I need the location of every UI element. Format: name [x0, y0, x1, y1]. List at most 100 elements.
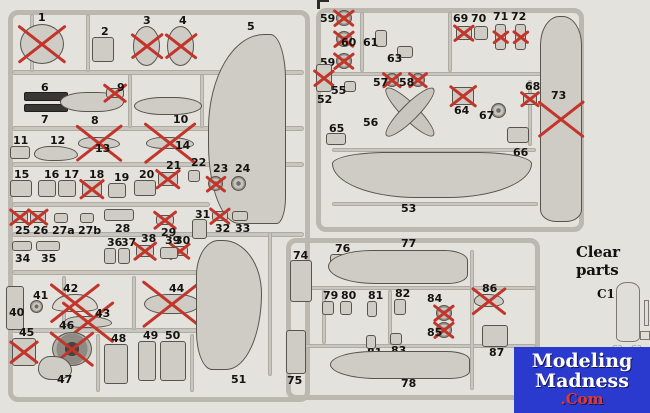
part-12 — [34, 146, 78, 161]
part-number: 28 — [115, 222, 131, 235]
sprue-runner — [12, 270, 200, 275]
part-34 — [12, 241, 32, 251]
part-number: 60 — [341, 36, 357, 49]
part-31 — [192, 219, 207, 239]
part-number: 17 — [64, 168, 80, 181]
part-number: 11 — [13, 134, 29, 147]
part-59 — [336, 53, 352, 69]
part-number: 35 — [41, 252, 57, 265]
scan-mark — [317, 0, 329, 9]
part-number: 48 — [111, 332, 127, 345]
part-80 — [340, 301, 352, 315]
part-number: 3 — [143, 14, 151, 27]
part-53 — [332, 152, 532, 198]
part-50 — [160, 341, 186, 381]
sprue-runner — [12, 70, 304, 75]
part-51 — [196, 240, 262, 370]
part-number: 86 — [482, 282, 498, 295]
part-28 — [104, 209, 134, 221]
part-number: 70 — [471, 12, 487, 25]
sprue-runner — [12, 162, 304, 167]
part-1 — [20, 24, 64, 64]
part-number: 77 — [401, 237, 417, 250]
part-87 — [482, 325, 508, 347]
part-45 — [12, 338, 36, 366]
clear-parts-heading: Clear parts — [576, 243, 620, 279]
part-number: 14 — [175, 139, 191, 152]
part-number: 18 — [89, 168, 105, 181]
logo-line-modeling: Modeling — [531, 350, 633, 373]
part-number: 73 — [551, 89, 567, 102]
part-number: 40 — [9, 306, 25, 319]
part-number: 64 — [454, 104, 470, 117]
part-19 — [108, 183, 126, 198]
sprue-runner — [128, 74, 132, 128]
part-63 — [397, 46, 413, 58]
logo-line-com: .Com — [560, 390, 604, 409]
part-74 — [290, 260, 312, 302]
part-number: 61 — [363, 36, 379, 49]
part-number: 51 — [231, 373, 247, 386]
part-number: 4 — [179, 14, 187, 27]
sprue-runner — [96, 334, 100, 392]
part-number: 34 — [15, 252, 31, 265]
part-79 — [322, 301, 334, 315]
part-61 — [375, 30, 387, 47]
part-number: 45 — [19, 326, 35, 339]
part-72 — [515, 24, 526, 50]
part-14 — [146, 137, 194, 149]
part-35 — [36, 241, 60, 251]
part-24 — [231, 176, 246, 191]
sprue-left — [8, 10, 310, 402]
part-25 — [12, 211, 28, 223]
part-number: 87 — [489, 346, 505, 359]
part-number: 8 — [91, 114, 99, 127]
sprue-runner — [190, 334, 194, 392]
clear-canopy-part — [616, 282, 640, 342]
part-number: 10 — [173, 113, 189, 126]
part-number: 19 — [114, 171, 130, 184]
part-32 — [212, 211, 228, 221]
part-37 — [118, 248, 130, 264]
part-59 — [336, 10, 352, 26]
part-number: 85 — [427, 326, 443, 339]
part-number: 31 — [195, 208, 211, 221]
part-number: 82 — [395, 287, 411, 300]
sprue-runner — [200, 74, 204, 128]
part-64 — [452, 87, 474, 105]
part-11 — [10, 146, 30, 159]
part-73 — [540, 16, 582, 222]
part-13 — [78, 137, 120, 149]
clear-part-c1-label: C1 — [597, 287, 615, 301]
sprue-runner — [448, 12, 452, 72]
part-81 — [367, 301, 377, 317]
part-number: 63 — [387, 52, 403, 65]
part-number: 13 — [95, 142, 111, 155]
part-number: 72 — [511, 10, 527, 23]
part-36 — [104, 248, 116, 264]
part-number: 67 — [479, 109, 495, 122]
part-78 — [330, 351, 470, 379]
part-number: 41 — [33, 289, 49, 302]
part-67 — [491, 103, 506, 118]
part-number: 78 — [401, 377, 417, 390]
part-81 — [366, 335, 376, 349]
sprue-runner — [360, 12, 364, 72]
part-number: 2 — [101, 25, 109, 38]
part-85 — [436, 322, 452, 338]
part-number: 65 — [329, 122, 345, 135]
part-number: 25 — [15, 224, 31, 237]
part-38 — [136, 245, 154, 257]
part-number: 12 — [50, 134, 66, 147]
part-number: 16 — [44, 168, 60, 181]
part-83 — [390, 333, 402, 345]
sprue-runner — [528, 80, 532, 146]
part-number: 69 — [453, 12, 469, 25]
part-number: 7 — [41, 113, 49, 126]
part-number: 50 — [165, 329, 181, 342]
part-number: 84 — [427, 292, 443, 305]
part-48 — [104, 344, 128, 384]
part-2 — [92, 37, 114, 62]
part-41 — [30, 300, 43, 313]
part-number: 27b — [78, 224, 102, 237]
